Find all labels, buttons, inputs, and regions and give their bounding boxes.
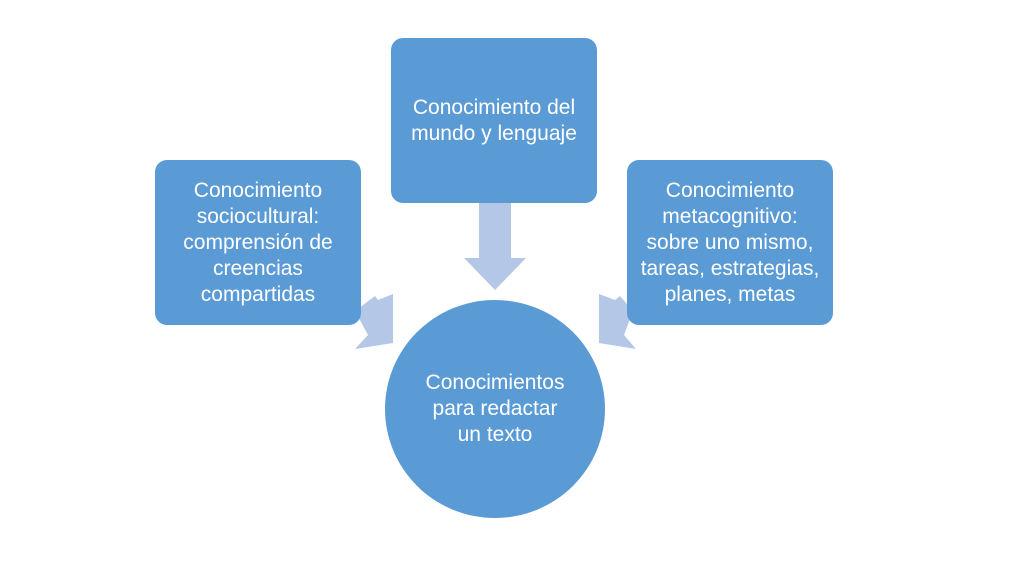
arrow-right-diagonal <box>599 294 636 349</box>
node-central-circle: Conocimientos para redactar un texto <box>385 300 605 518</box>
node-world-language-label: Conocimiento del mundo y lenguaje <box>411 95 577 145</box>
node-world-language: Conocimiento del mundo y lenguaje <box>391 38 597 203</box>
node-metacognitive-label: Conocimiento metacognitivo: sobre uno mi… <box>640 178 820 306</box>
arrow-top-down <box>464 203 526 290</box>
node-central-label: Conocimientos para redactar un texto <box>425 371 565 446</box>
node-sociocultural: Conocimiento sociocultural: comprensión … <box>155 160 361 325</box>
node-sociocultural-label: Conocimiento sociocultural: comprensión … <box>183 178 333 306</box>
arrow-left-diagonal <box>355 294 393 349</box>
node-metacognitive: Conocimiento metacognitivo: sobre uno mi… <box>627 160 833 325</box>
